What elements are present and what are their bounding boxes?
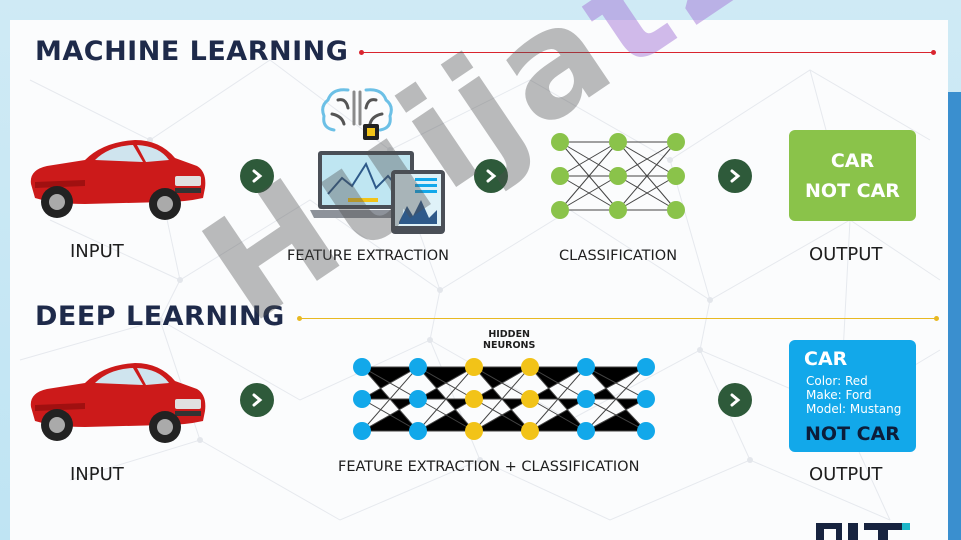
ml-output-not-car: NOT CAR <box>805 180 900 202</box>
chevron-right-icon <box>240 383 274 417</box>
feature-extraction-label: FEATURE EXTRACTION <box>287 248 449 264</box>
tablet-chart-icon <box>391 170 445 234</box>
dl-output-not-car: NOT CAR <box>805 423 900 445</box>
hidden-neurons-label: HIDDEN NEURONS <box>483 329 535 351</box>
chevron-right-icon <box>718 159 752 193</box>
car-icon <box>30 363 206 443</box>
hidden-neurons-line1: HIDDEN <box>488 329 531 340</box>
ml-input-label: INPUT <box>70 241 124 262</box>
dl-input-label: INPUT <box>70 464 124 485</box>
company-logo <box>816 523 910 540</box>
chevron-right-icon <box>474 159 508 193</box>
dl-output-make: Make: Ford <box>806 388 872 402</box>
ml-output-label: OUTPUT <box>809 244 883 265</box>
dl-output-label: OUTPUT <box>809 464 883 485</box>
edge-strip <box>948 92 961 540</box>
brain-chip-icon <box>321 88 393 140</box>
content-panel <box>10 20 948 540</box>
dl-output-car: CAR <box>804 348 848 370</box>
neural-network-icon <box>551 133 685 219</box>
ml-output-box: CAR NOT CAR <box>789 130 916 221</box>
classification-label: CLASSIFICATION <box>559 248 678 264</box>
feature-extraction-classification-label: FEATURE EXTRACTION + CLASSIFICATION <box>338 459 640 475</box>
dl-output-box: CAR Color: Red Make: Ford Model: Mustang… <box>789 340 916 452</box>
laptop-chart-icon <box>310 151 422 218</box>
machine-learning-heading: MACHINE LEARNING <box>35 36 349 67</box>
deep-learning-heading: DEEP LEARNING <box>35 301 285 332</box>
rule-start-dot <box>359 50 364 55</box>
hidden-neurons-line2: NEURONS <box>483 340 536 351</box>
car-icon <box>30 140 206 220</box>
chevron-right-icon <box>240 159 274 193</box>
ml-output-car: CAR <box>830 150 875 172</box>
machine-learning-rule <box>359 50 936 55</box>
dl-output-color: Color: Red <box>806 374 868 388</box>
dl-output-model: Model: Mustang <box>806 402 902 416</box>
deep-learning-rule <box>297 316 939 321</box>
rule-end-dot <box>931 50 936 55</box>
rule-end-dot <box>934 316 939 321</box>
rule-start-dot <box>297 316 302 321</box>
chevron-right-icon <box>718 383 752 417</box>
deep-neural-network-icon <box>353 358 655 440</box>
